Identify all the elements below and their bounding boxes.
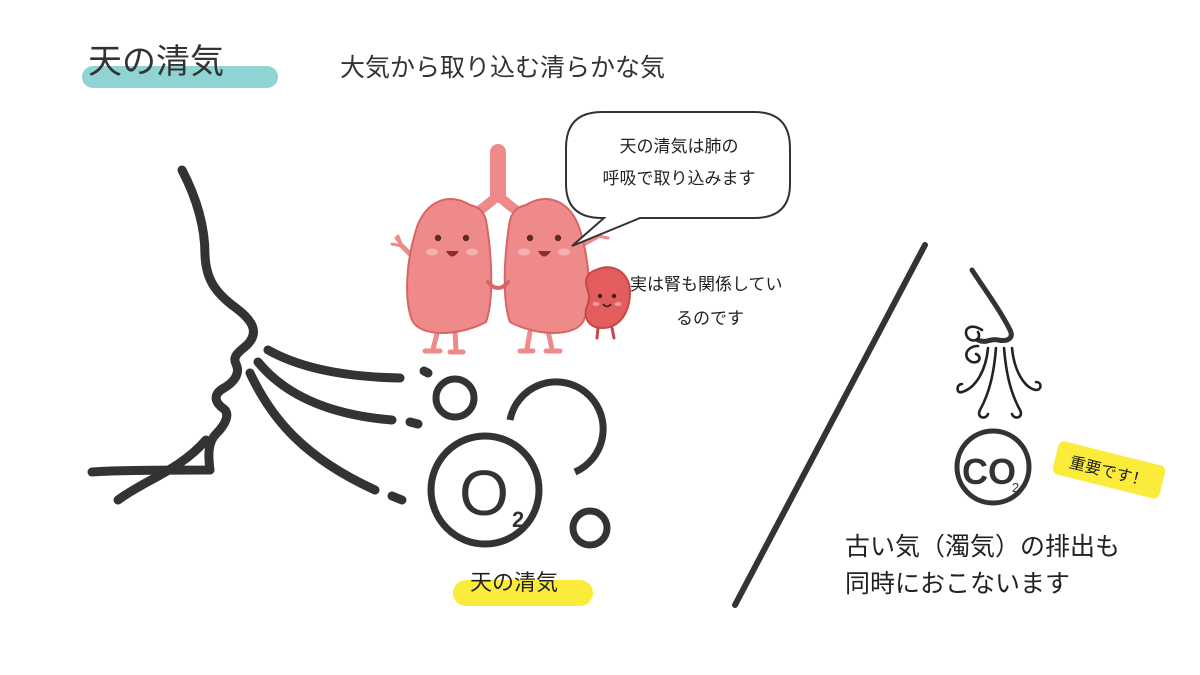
lungs-character-icon xyxy=(390,144,610,355)
speech-bubble-line-2: 呼吸で取り込みます xyxy=(603,169,756,189)
o2-subscript: 2 xyxy=(512,507,524,532)
speech-bubble-line-1: 天の清気は肺の xyxy=(620,137,739,157)
page-title: 天の清気 xyxy=(88,42,224,82)
exhale-swirl-icon xyxy=(956,325,1042,419)
co2-molecule-icon: CO 2 xyxy=(954,428,1032,506)
breath-lines-icon xyxy=(245,345,433,505)
kidney-character-icon xyxy=(584,266,632,340)
speech-bubble-shape xyxy=(565,111,791,247)
page-subtitle: 大気から取り込む清らかな気 xyxy=(340,53,666,82)
o2-molecule-icon: O 2 xyxy=(427,432,543,548)
bubble-icon xyxy=(432,375,611,549)
exhale-text-line-1: 古い気（濁気）の排出も xyxy=(845,532,1120,561)
kidney-note-line-1: 実は腎も関係してい xyxy=(630,275,783,295)
o2-symbol: O xyxy=(459,457,509,529)
face-profile-icon xyxy=(87,165,258,505)
o2-label: 天の清気 xyxy=(470,571,559,596)
title-highlight xyxy=(82,66,278,88)
nose-icon xyxy=(969,267,1014,344)
co2-symbol: CO xyxy=(962,451,1016,492)
divider-slash-icon xyxy=(732,242,928,608)
co2-subscript: 2 xyxy=(1012,480,1019,495)
o2-label-highlight xyxy=(453,580,593,606)
kidney-note-line-2: るのです xyxy=(676,309,744,329)
exhale-text-line-2: 同時におこないます xyxy=(845,569,1070,598)
